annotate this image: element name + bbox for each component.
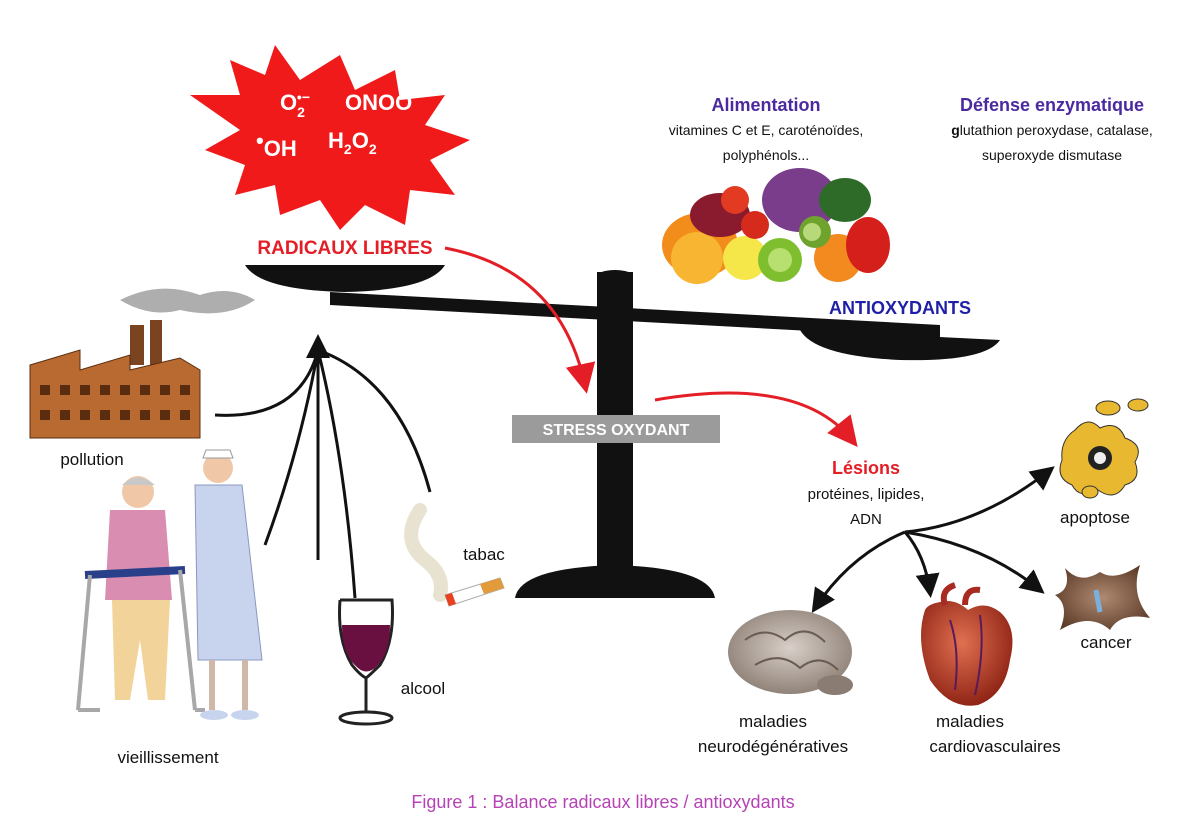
cigarette-illustration: [404, 503, 505, 607]
h2o2-label: H2O2: [328, 128, 377, 157]
alimentation-block: Alimentation vitamines C et E, caroténoï…: [669, 95, 864, 163]
alcool-label: alcool: [401, 679, 445, 698]
stress-oxydant-box: STRESS OXYDANT: [512, 415, 720, 443]
lesions-title: Lésions: [832, 458, 900, 478]
aging-illustration: [76, 449, 263, 720]
lesion-outcome-arrows: [811, 466, 1055, 614]
brain-illustration: [728, 610, 853, 695]
cardio-label-2: cardiovasculaires: [929, 737, 1060, 756]
wine-glass-illustration: [338, 598, 394, 726]
vieillissement-label: vieillissement: [117, 748, 218, 767]
radicals-starburst: O2•− ONOO− •OH H2O2: [190, 45, 470, 230]
balance-beam: [330, 292, 940, 338]
apoptosis-illustration: [1059, 398, 1149, 499]
arrow-radicaux-to-stress: [444, 246, 596, 394]
right-pan: [800, 330, 1000, 361]
alimentation-line2: polyphénols...: [723, 147, 809, 163]
apoptose-label: apoptose: [1060, 508, 1130, 527]
factors-converging-arrows: [214, 334, 432, 599]
onoo-label: ONOO−: [345, 89, 422, 115]
balance-base: [515, 565, 715, 598]
alimentation-title: Alimentation: [711, 95, 820, 115]
defense-line1: glutathion peroxydase, catalase,: [951, 122, 1153, 138]
arrow-stress-to-lesions: [654, 391, 858, 448]
factory-illustration: [29, 288, 255, 439]
tabac-label: tabac: [463, 545, 505, 564]
stress-oxydant-label: STRESS OXYDANT: [543, 422, 690, 439]
cardio-label-1: maladies: [936, 712, 1004, 731]
antioxydants-title: ANTIOXYDANTS: [829, 298, 971, 318]
alimentation-line1: vitamines C et E, caroténoïdes,: [669, 122, 864, 138]
o2-label: O2•−: [280, 89, 310, 120]
balance-scale: [245, 265, 1000, 598]
cancer-label: cancer: [1080, 633, 1131, 652]
radicaux-libres-title: RADICAUX LIBRES: [257, 238, 432, 259]
defense-line2: superoxyde dismutase: [982, 147, 1122, 163]
heart-illustration: [921, 582, 1013, 706]
defense-enzymatique-block: Défense enzymatique glutathion peroxydas…: [951, 95, 1153, 163]
defense-title: Défense enzymatique: [960, 95, 1144, 115]
lesions-block: Lésions protéines, lipides, ADN: [808, 458, 925, 528]
pillar-top: [597, 270, 633, 282]
lesions-line2: ADN: [850, 511, 882, 528]
neuro-label-1: maladies: [739, 712, 807, 731]
fruits-vegetables-illustration: [662, 168, 890, 284]
left-pan: [245, 265, 445, 292]
cancer-cell-illustration: [1055, 565, 1150, 630]
starburst-shape: [190, 45, 470, 230]
figure-caption: Figure 1 : Balance radicaux libres / ant…: [411, 792, 794, 812]
lesions-line1: protéines, lipides,: [808, 486, 925, 503]
pollution-label: pollution: [60, 450, 123, 469]
neuro-label-2: neurodégénératives: [698, 737, 848, 756]
oh-label: •OH: [256, 128, 297, 161]
